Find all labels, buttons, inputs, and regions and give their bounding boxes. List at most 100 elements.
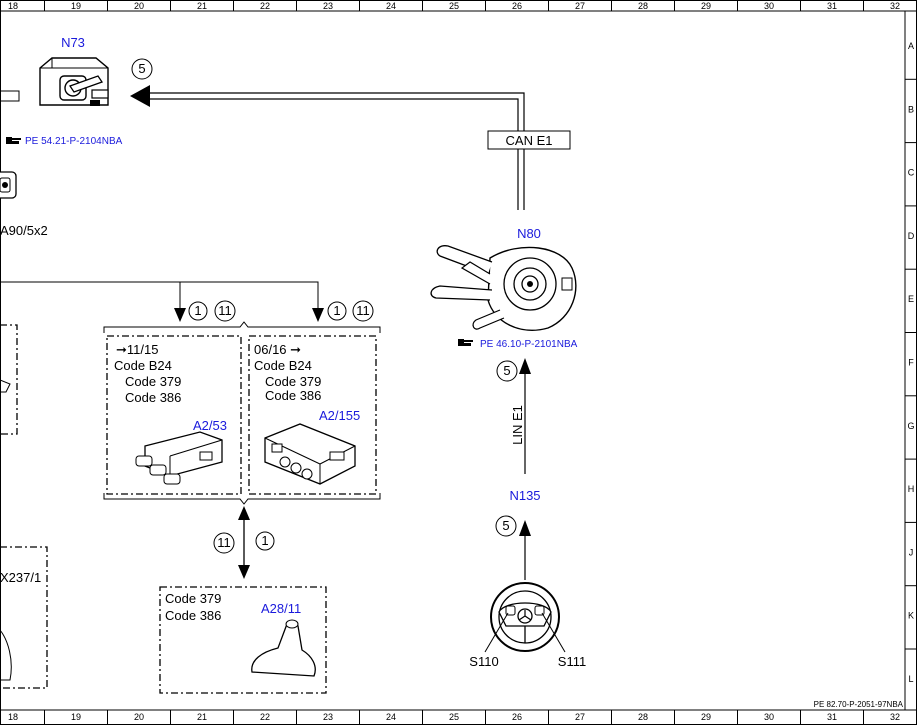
pointing-hand-icon — [6, 137, 21, 144]
x237-component-icon — [0, 629, 12, 681]
a2-53-label: A2/53 — [193, 418, 227, 433]
svg-text:5: 5 — [502, 518, 509, 533]
grid-column-label: 20 — [134, 1, 144, 11]
marker-circle — [213, 532, 235, 554]
lin-bus-line — [519, 358, 531, 474]
grid-row-label: L — [908, 674, 913, 684]
grid-column-label: 20 — [134, 712, 144, 722]
a2-53-date: ➞11/15 — [116, 342, 158, 357]
marker-circle — [131, 58, 153, 80]
a2-155-label: A2/155 — [319, 408, 360, 423]
a28-link-arrow — [238, 506, 250, 579]
a28-11-code-379: Code 379 — [165, 591, 221, 606]
grid-column-label: 28 — [638, 1, 648, 11]
grid-column-label: 23 — [323, 712, 333, 722]
grid-column-label: 27 — [575, 1, 585, 11]
grid-row-label: A — [908, 41, 914, 51]
grid-column-label: 18 — [8, 1, 18, 11]
svg-text:1: 1 — [194, 303, 201, 318]
grid-column-label: 29 — [701, 712, 711, 722]
marker-pair-2: 1 11 — [327, 300, 374, 322]
grid-column-label: 27 — [575, 712, 585, 722]
n73-label: N73 — [61, 35, 85, 50]
grid-row-label: D — [908, 231, 915, 241]
a90-connector-icon — [0, 171, 17, 199]
grid-column-label: 24 — [386, 712, 396, 722]
a2-155-code-b24: Code B24 — [254, 358, 312, 373]
grid-column-label: 26 — [512, 1, 522, 11]
grid-column-label: 30 — [764, 712, 774, 722]
doc-reference: PE 82.70-P-2051-97NBA — [814, 700, 904, 709]
svg-text:11: 11 — [218, 303, 232, 318]
pointing-hand-icon — [458, 339, 473, 346]
svg-text:11: 11 — [356, 303, 370, 318]
can-bus-line — [130, 85, 525, 210]
a2-155-module-icon — [264, 423, 356, 485]
a2-155-code-379: Code 379 — [265, 374, 321, 389]
a90-label: A90/5x2 — [0, 223, 48, 238]
grid-column-label: 25 — [449, 712, 459, 722]
svg-text:1: 1 — [333, 303, 340, 318]
n73-ignition-switch-icon — [39, 57, 109, 106]
partial-box-left-1 — [0, 324, 18, 435]
a2-53-code-386: Code 386 — [125, 390, 181, 405]
steering-wheel-icon — [490, 582, 560, 652]
n73-reference: PE 54.21-P-2104NBA — [25, 136, 123, 147]
lin-bus-label: LIN E1 — [510, 405, 525, 445]
a2-53-module-icon — [135, 431, 223, 485]
grid-column-label: 21 — [197, 712, 207, 722]
can-arrowhead — [130, 85, 150, 107]
grid-column-label: 32 — [890, 712, 900, 722]
a2-53-code-379: Code 379 — [125, 374, 181, 389]
svg-text:5: 5 — [503, 363, 510, 378]
bus-line-a2 — [0, 281, 324, 322]
grid-column-label: 28 — [638, 712, 648, 722]
a2-155-date: 06/16 ➞ — [254, 342, 301, 357]
grid-row-label: E — [908, 294, 914, 304]
grid-column-label: 22 — [260, 1, 270, 11]
marker-circle — [495, 515, 517, 537]
grid-column-label: 22 — [260, 712, 270, 722]
can-bus-label: CAN E1 — [506, 133, 553, 148]
grid-column-label: 30 — [764, 1, 774, 11]
a2-155-box — [248, 335, 377, 495]
grid-column-label: 24 — [386, 1, 396, 11]
grid-column-label: 23 — [323, 1, 333, 11]
grid-column-label: 21 — [197, 1, 207, 11]
grid-column-label: 25 — [449, 1, 459, 11]
grid-row-label: K — [908, 611, 914, 621]
n80-label: N80 — [517, 226, 541, 241]
group-bracket — [103, 321, 381, 333]
a2-155-code-386: Code 386 — [265, 388, 321, 403]
a28-11-antenna-icon — [251, 619, 316, 677]
a2-53-box — [106, 335, 242, 495]
grid-column-label: 32 — [890, 1, 900, 11]
group-bracket-bottom — [103, 493, 381, 505]
connector-stub — [0, 90, 20, 102]
grid-column-label: 31 — [827, 1, 837, 11]
grid-column-label: 26 — [512, 712, 522, 722]
x237-label: X237/1 — [0, 570, 41, 585]
n135-label: N135 — [509, 488, 540, 503]
grid-row-label: G — [907, 421, 914, 431]
a28-11-label: A28/11 — [261, 601, 301, 616]
a28-11-box — [159, 586, 327, 694]
grid-row-label: C — [908, 168, 915, 178]
grid-row-label: B — [908, 104, 914, 114]
grid-row-label: F — [908, 358, 914, 368]
s110-leader — [484, 612, 509, 653]
a2-53-code-b24: Code B24 — [114, 358, 172, 373]
marker-circle — [496, 360, 518, 382]
n135-link-arrow — [519, 520, 531, 580]
marker-label: 5 — [138, 61, 145, 76]
svg-text:11: 11 — [217, 535, 231, 550]
grid-row-label: H — [908, 484, 915, 494]
can-bus-label-box — [487, 130, 571, 150]
marker-pair-1: 1 11 — [188, 300, 236, 322]
s111-leader — [541, 612, 566, 653]
n80-steering-column-module-icon — [430, 245, 577, 331]
